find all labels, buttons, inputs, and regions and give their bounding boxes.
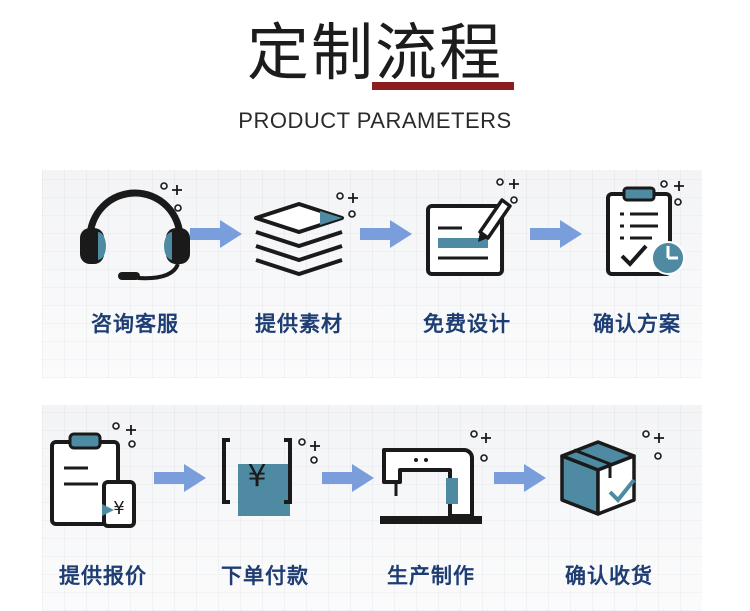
step-quote: ¥ 提供报价 [28, 420, 178, 600]
step-confirm-plan: 确认方案 [562, 176, 712, 356]
step-consult: 咨询客服 [60, 176, 210, 356]
design-pen-icon [426, 178, 519, 276]
background-panel-row1 [42, 170, 702, 378]
headset-icon [80, 182, 190, 281]
arrow-right-icon [530, 220, 582, 248]
step-label-production: 生产制作 [387, 564, 475, 588]
step-label-confirm-plan: 确认方案 [593, 312, 681, 336]
yen-payment-icon: ¥ [222, 438, 320, 516]
clipboard-price-icon: ¥ [50, 422, 136, 528]
page-subtitle: PRODUCT PARAMETERS [238, 108, 512, 133]
svg-text:¥: ¥ [247, 459, 266, 494]
step-label-consult: 咨询客服 [91, 312, 179, 336]
step-production: 生产制作 [356, 420, 506, 600]
package-check-icon [560, 430, 664, 516]
step-payment: ¥ 下单付款 [190, 420, 340, 600]
svg-text:¥: ¥ [113, 498, 124, 519]
layers-icon [254, 192, 358, 277]
step-label-materials: 提供素材 [255, 312, 343, 336]
step-label-quote: 提供报价 [59, 564, 147, 588]
arrow-right-icon [154, 464, 206, 492]
arrow-right-icon [360, 220, 412, 248]
arrow-right-icon [494, 464, 546, 492]
step-label-design: 免费设计 [423, 312, 511, 336]
sewing-machine-icon [380, 430, 491, 524]
step-design: 免费设计 [392, 176, 542, 356]
arrow-right-icon [190, 220, 242, 248]
arrow-right-icon [322, 464, 374, 492]
checklist-clipboard-icon [606, 180, 685, 276]
page-title: 定制流程 [246, 16, 503, 89]
step-label-payment: 下单付款 [221, 564, 309, 588]
step-label-receipt: 确认收货 [565, 564, 653, 588]
step-receipt: 确认收货 [534, 420, 684, 600]
step-materials: 提供素材 [224, 176, 374, 356]
title-underline [372, 82, 514, 90]
